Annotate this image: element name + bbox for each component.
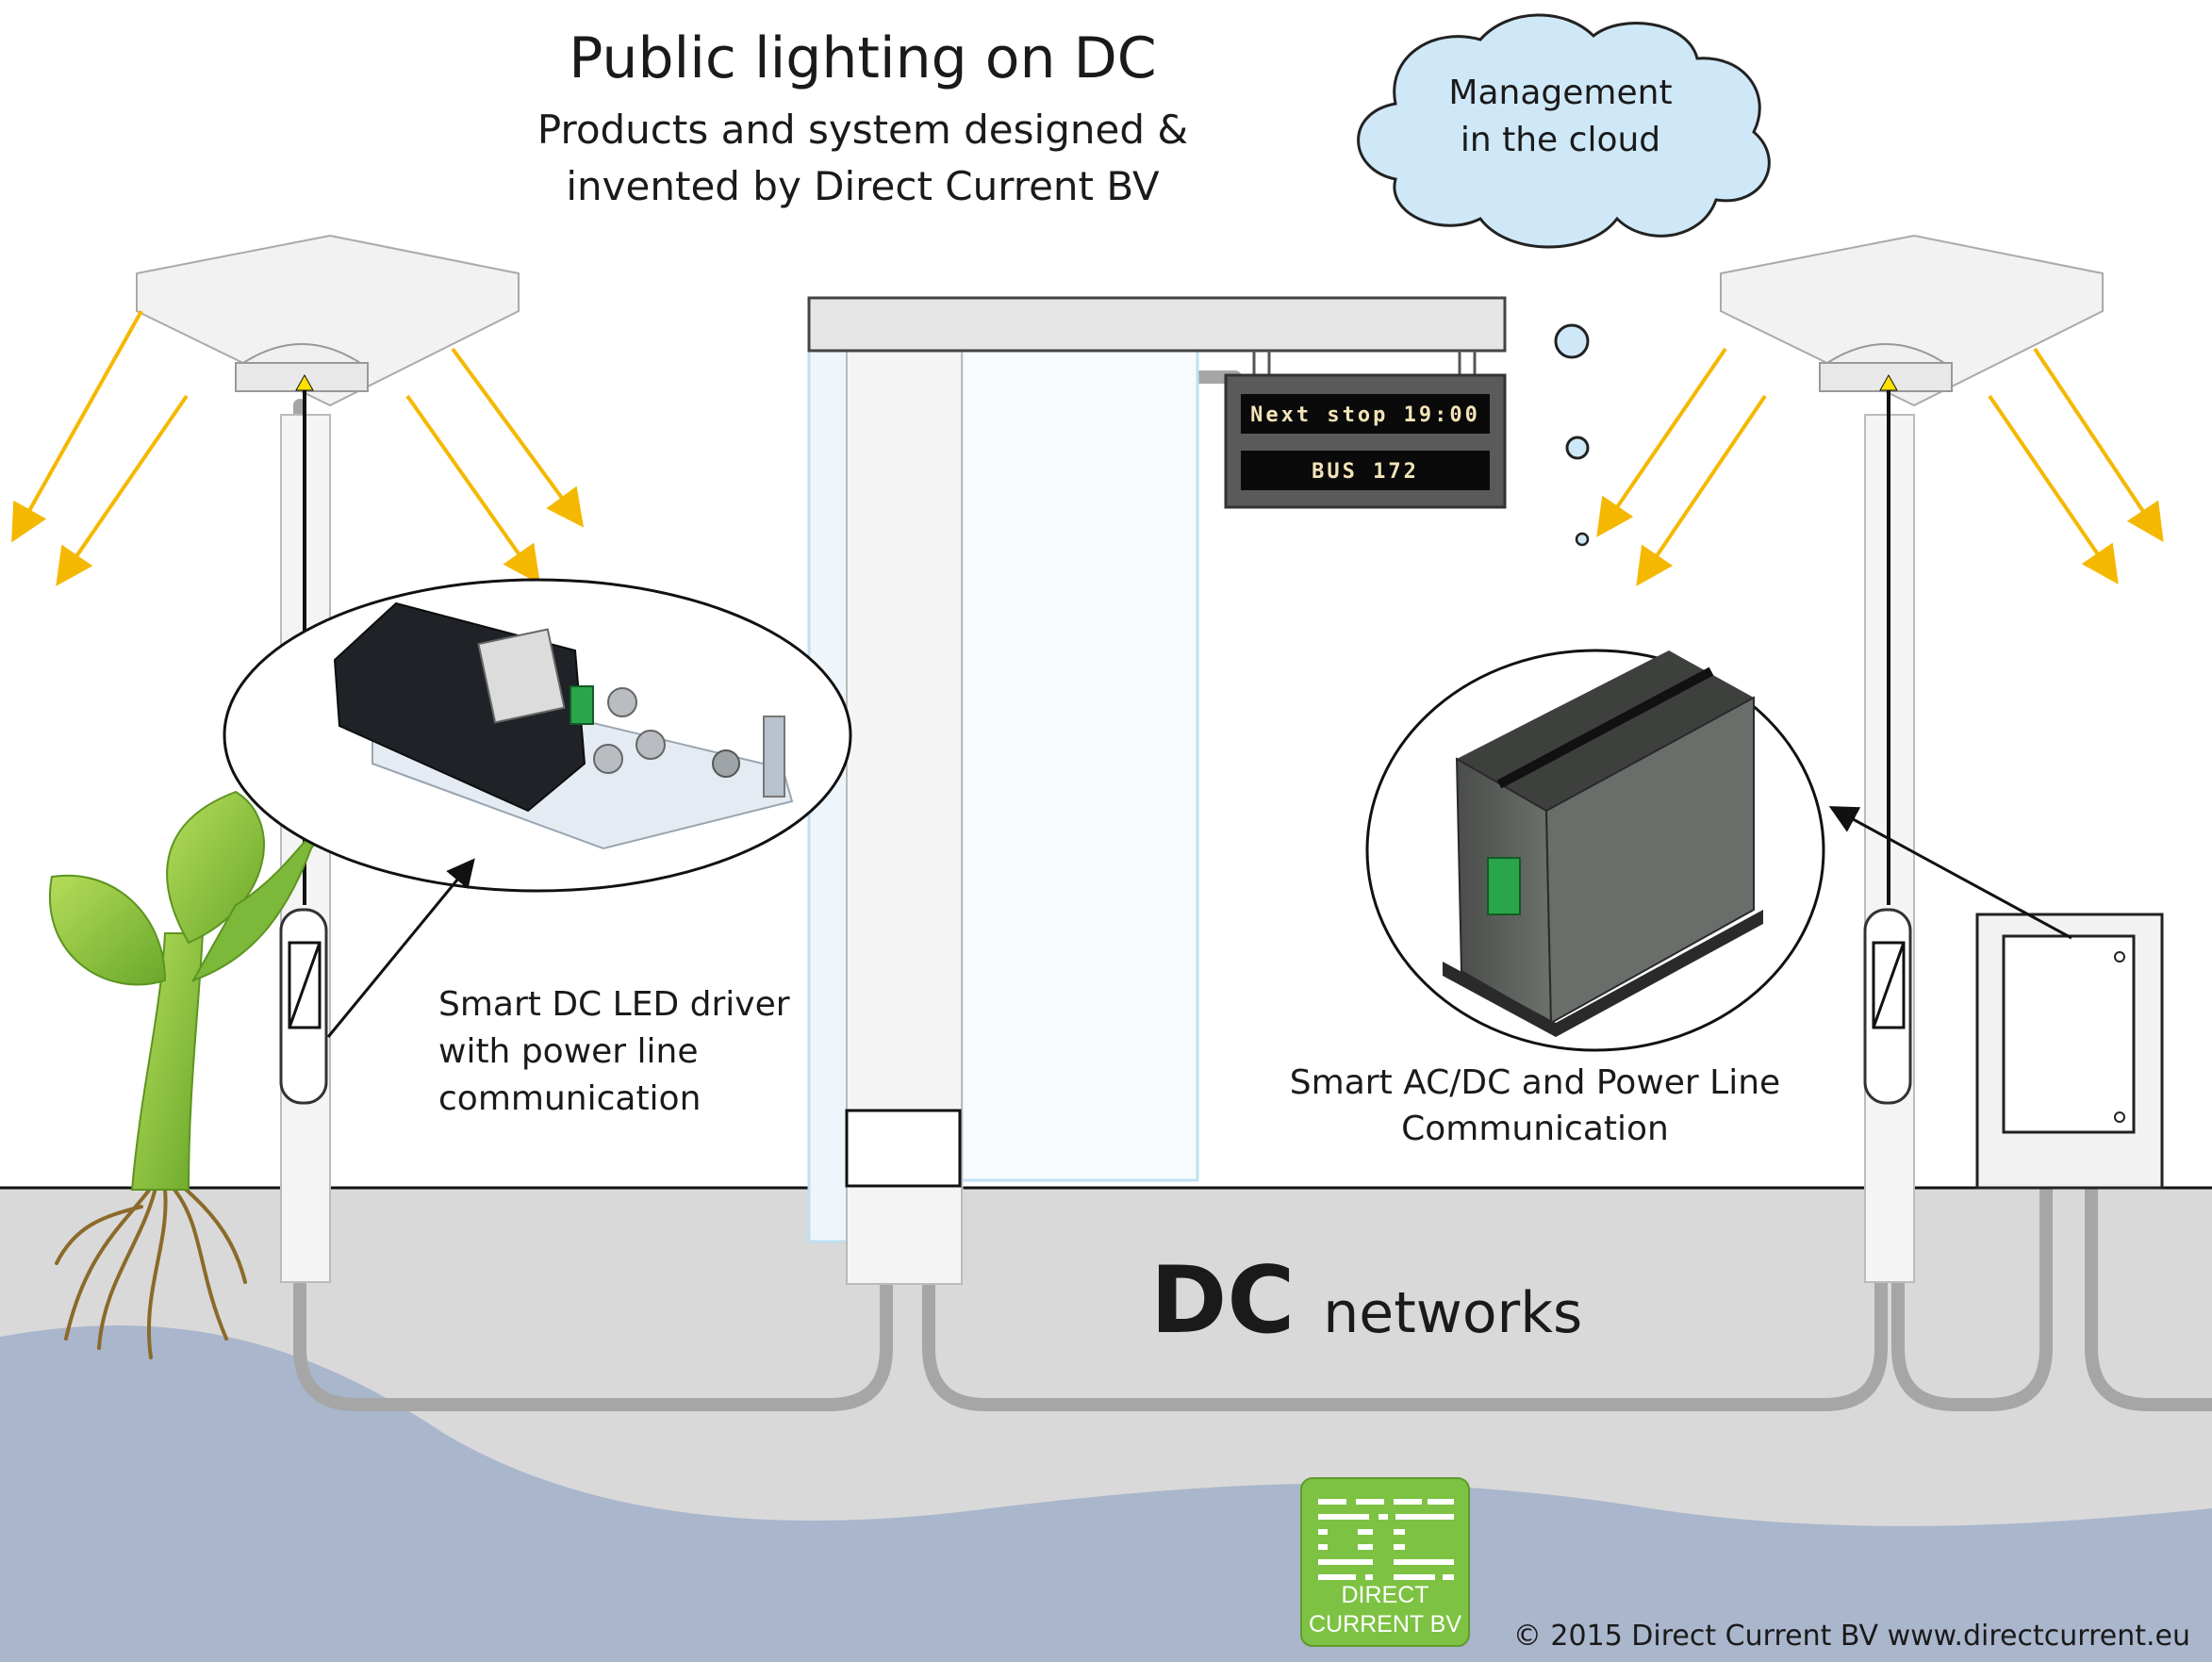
dc-networks-label: DC networks — [1150, 1247, 1582, 1355]
ac-dc-cabinet — [1975, 913, 2164, 1190]
direct-current-logo: DIRECT CURRENT BV — [1300, 1477, 1470, 1647]
light-rays — [11, 310, 2164, 586]
led-driver-label-line3: communication — [438, 1079, 701, 1118]
logo-line2: CURRENT BV — [1309, 1611, 1461, 1637]
bus-sign-line1: Next stop 19:00 — [1250, 403, 1480, 427]
acdc-label-line2: Communication — [1401, 1110, 1669, 1148]
management-cloud: Management in the cloud — [1357, 13, 1771, 547]
bus-sign-line2: BUS 172 — [1312, 460, 1419, 484]
thought-bubble-small — [1575, 532, 1590, 547]
bus-shelter — [807, 296, 1507, 1285]
acdc-label-line1: Smart AC/DC and Power Line — [1290, 1063, 1780, 1102]
thought-bubble-large — [1554, 323, 1590, 359]
copyright-notice: © 2015 Direct Current BV www.directcurre… — [1513, 1620, 2190, 1653]
bus-display-sign: Next stop 19:00 BUS 172 — [1224, 351, 1507, 509]
page-title: Public lighting on DC — [569, 25, 1156, 91]
acdc-callout — [1365, 649, 2072, 1052]
led-driver-label-line2: with power line — [438, 1032, 699, 1071]
led-driver-label-line1: Smart DC LED driver — [438, 985, 790, 1024]
subtitle-line2: invented by Direct Current BV — [566, 163, 1160, 209]
dc-networks-bold: DC — [1150, 1247, 1295, 1355]
water-layer — [0, 1325, 2212, 1662]
dc-logo-mark-icon — [1318, 1499, 1454, 1580]
dc-networks-rest: networks — [1323, 1280, 1582, 1346]
led-driver-callout — [223, 578, 852, 1038]
logo-line1: DIRECT — [1341, 1582, 1428, 1608]
cloud-line1: Management — [1448, 74, 1672, 112]
thought-bubble-medium — [1565, 436, 1590, 460]
subtitle-line1: Products and system designed & — [537, 107, 1188, 153]
cloud-line2: in the cloud — [1461, 121, 1660, 159]
